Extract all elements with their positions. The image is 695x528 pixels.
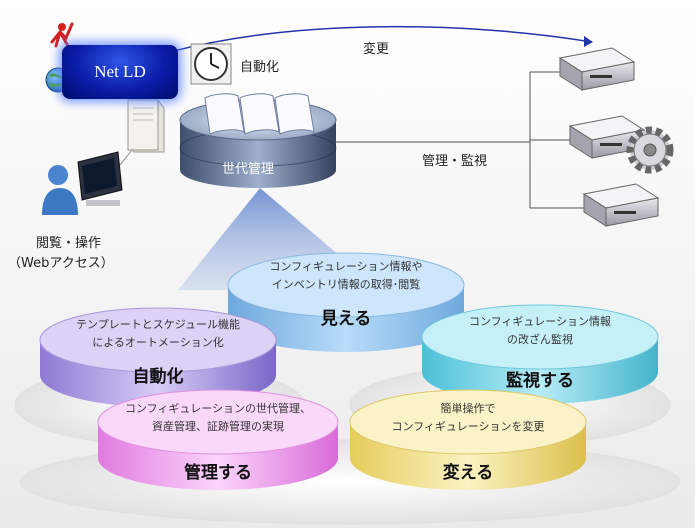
kanri-line2: 資産管理、証跡管理の実現 xyxy=(152,420,284,433)
kanshi-line1: コンフィギュレーション情報 xyxy=(468,315,611,328)
disk-kanri xyxy=(97,389,339,490)
clock-icon xyxy=(190,43,232,85)
kaeru-title: 変える xyxy=(442,463,494,483)
user-icon xyxy=(42,165,78,215)
kaeru-desc: 簡単操作で コンフィギュレーションを変更 xyxy=(350,400,586,436)
mieru-title: 見える xyxy=(320,309,372,329)
logo-figure-icon xyxy=(50,22,74,48)
network-device-icon xyxy=(582,183,660,227)
change-arrow-head xyxy=(584,36,593,47)
mieru-line2: インベントリ情報の取得･閲覧 xyxy=(271,278,421,291)
kaeru-line1: 簡単操作で xyxy=(440,402,496,415)
kanri-line1: コンフィギュレーションの世代管理、 xyxy=(124,402,311,415)
jidouka-line2: によるオートメーション化 xyxy=(92,336,224,349)
change-label: 変更 xyxy=(363,42,390,57)
mieru-desc: コンフィギュレーション情報や インベントリ情報の取得･閲覧 xyxy=(228,258,464,294)
server-tower-icon xyxy=(127,99,165,153)
disk-kaeru xyxy=(349,389,587,490)
kanri-desc: コンフィギュレーションの世代管理、 資産管理、証跡管理の実現 xyxy=(98,400,338,436)
kaeru-line2: コンフィギュレーションを変更 xyxy=(391,420,545,433)
jidouka-desc: テンプレートとスケジュール機能 によるオートメーション化 xyxy=(40,316,276,352)
jidouka-line1: テンプレートとスケジュール機能 xyxy=(76,318,240,331)
gear-icon xyxy=(626,126,674,174)
automation-label: 自動化 xyxy=(240,60,280,75)
manage-monitor-label: 管理・監視 xyxy=(422,154,488,169)
kanshi-title: 監視する xyxy=(506,371,574,391)
monitor-icon xyxy=(77,151,123,206)
document-icon xyxy=(204,93,315,135)
browse-operate-label: 閲覧・操作 xyxy=(36,236,102,251)
net-ld-box: Net LD xyxy=(62,45,178,99)
kanri-title: 管理する xyxy=(184,463,252,483)
kanshi-desc: コンフィギュレーション情報 の改ざん監視 xyxy=(422,313,658,349)
jidouka-title: 自動化 xyxy=(132,367,184,387)
disk-mieru xyxy=(227,252,465,352)
web-access-label: （Webアクセス） xyxy=(8,256,114,271)
generation-label: 世代管理 xyxy=(222,162,275,177)
mieru-line1: コンフィギュレーション情報や xyxy=(269,260,423,273)
kanshi-line2: の改ざん監視 xyxy=(507,333,573,346)
disk-kanshi xyxy=(421,304,659,404)
net-ld-label: Net LD xyxy=(94,62,146,81)
change-arrow xyxy=(169,25,593,53)
network-device-icon xyxy=(558,47,636,91)
